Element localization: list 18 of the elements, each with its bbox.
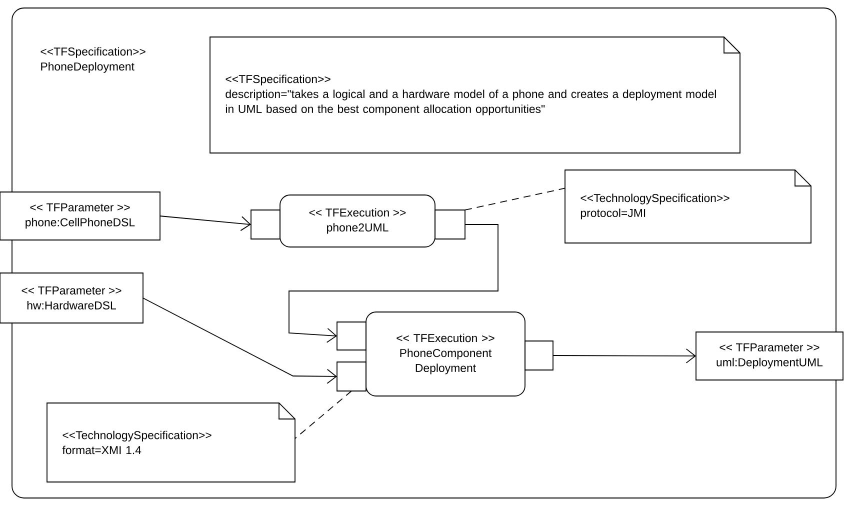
arrow	[160, 216, 251, 231]
connector	[464, 188, 566, 210]
arrow	[552, 348, 696, 364]
port-box	[434, 210, 466, 240]
note-box: <<TechnologySpecification>> protocol=JMI	[564, 170, 812, 244]
connector	[294, 390, 352, 439]
note-box: <<TechnologySpecification>> format=XMI 1.4	[46, 402, 296, 482]
arrow	[142, 298, 337, 384]
note-box: <<TFSpecification>> description="takes a logical and a hardware model of a phone and creates a deployment model in UML based on the best component allocation opportunities"	[210, 36, 740, 154]
port-box	[336, 322, 366, 350]
parameter-box: << TFParameter >> phone:CellPhoneDSL	[0, 192, 160, 240]
parameter-box: << TFParameter >> hw:HardwareDSL	[0, 272, 144, 324]
port-box	[250, 210, 280, 240]
execution-box: << TFExecution >> PhoneComponent Deployment	[366, 312, 526, 396]
port-box	[336, 362, 366, 392]
execution-box: << TFExecution >> phone2UML	[280, 194, 436, 248]
arrow	[288, 224, 498, 343]
port-box	[524, 340, 554, 370]
